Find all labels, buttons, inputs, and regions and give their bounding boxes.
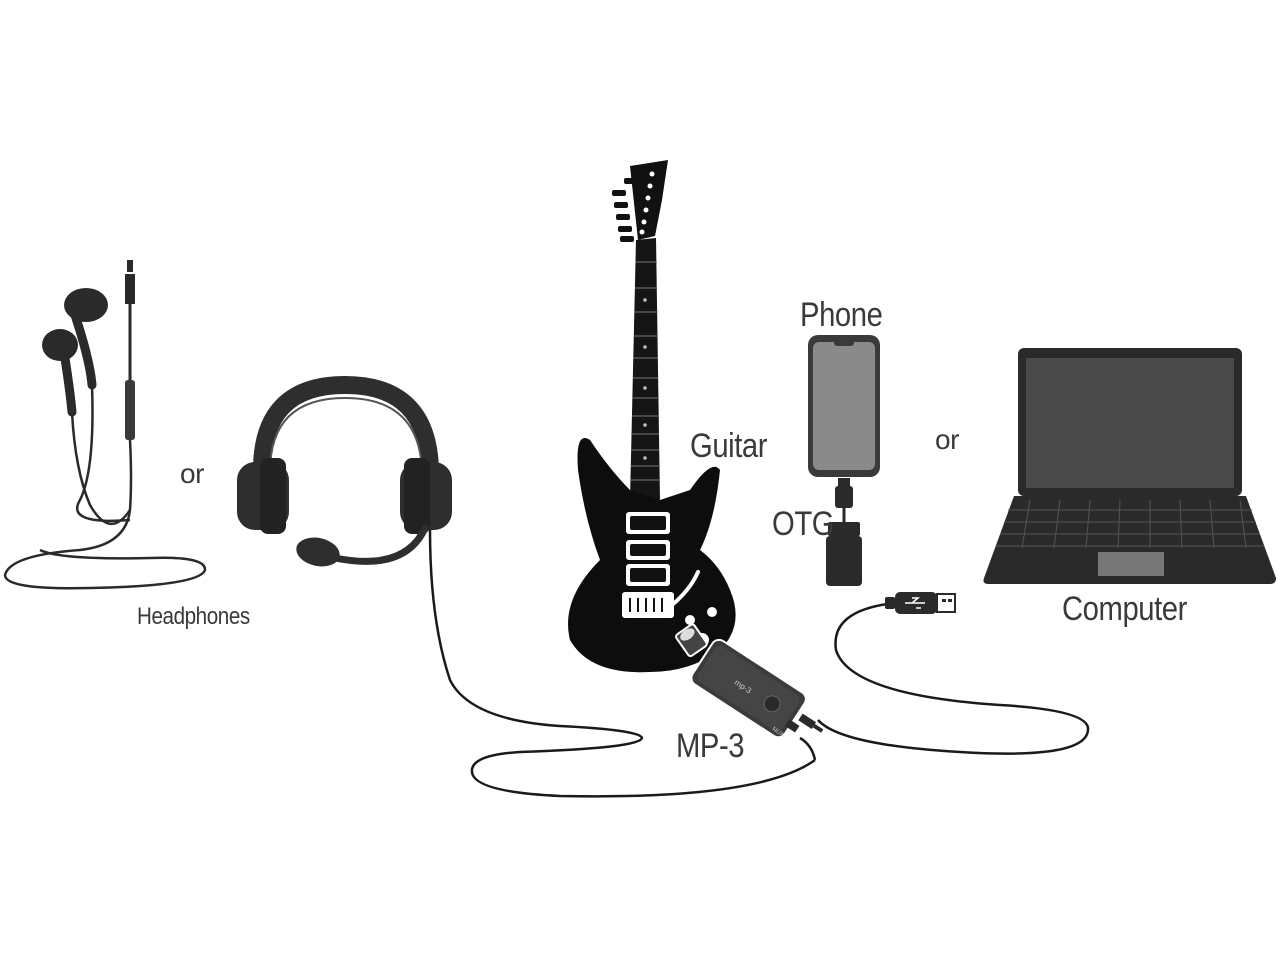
headphones-label: Headphones — [137, 603, 250, 630]
otg-label: OTG — [772, 505, 835, 543]
earbuds-icon — [3, 260, 207, 590]
or-label-right: or — [935, 424, 959, 455]
or-label-left: or — [180, 458, 204, 489]
device-label: MP-3 — [676, 727, 745, 765]
usb-cable — [817, 601, 1090, 755]
usb-plug-icon — [885, 592, 956, 614]
guitar-label: Guitar — [690, 427, 768, 465]
headphone-cable — [799, 736, 817, 761]
mp3-device-icon: mp-3 NUX — [675, 623, 824, 739]
guitar-icon — [568, 160, 736, 673]
computer-label: Computer — [1062, 590, 1187, 628]
headset-icon — [237, 375, 816, 798]
phone-label: Phone — [800, 296, 883, 334]
otg-adapter-icon — [826, 478, 862, 586]
phone-icon — [808, 335, 880, 477]
laptop-icon — [983, 348, 1276, 584]
device-brand: NUX — [771, 727, 785, 739]
